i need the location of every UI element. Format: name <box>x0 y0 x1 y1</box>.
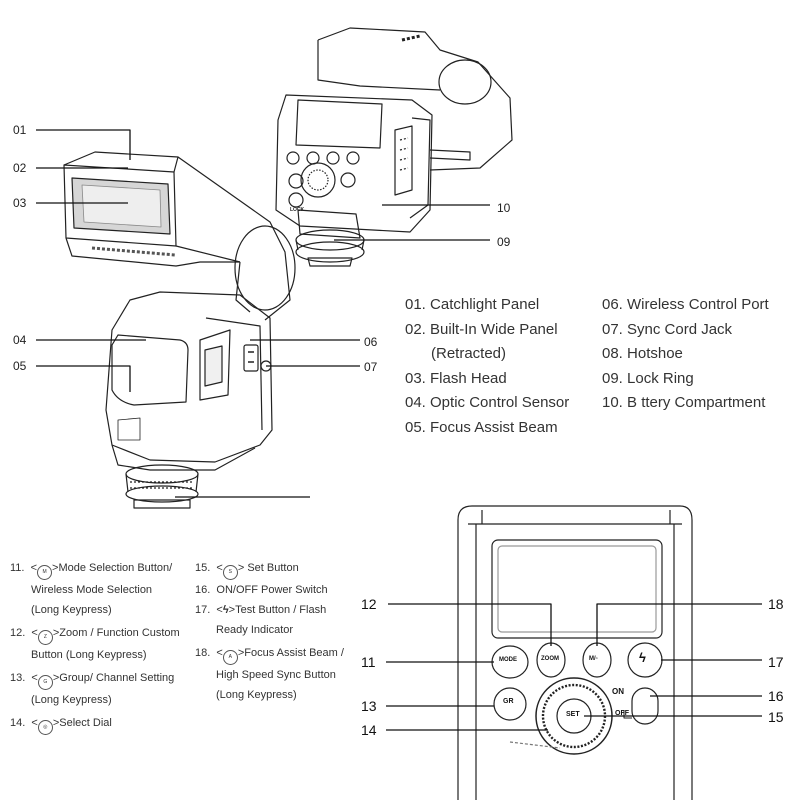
leader-lines <box>36 129 762 731</box>
on-label: ON <box>612 687 624 696</box>
set-label: SET <box>566 711 580 718</box>
mode-button-icon: M <box>37 565 53 580</box>
off-label: OFF <box>615 710 629 717</box>
callout-14: 14 <box>361 722 377 738</box>
legend-item-02: 02. Built-In Wide Panel <box>405 320 558 338</box>
button-desc-15: 15. <S> Set Button <box>195 558 344 580</box>
lock-label: LOCK <box>290 207 305 213</box>
callout-16: 16 <box>768 688 784 704</box>
gr-label: GR <box>503 698 514 705</box>
button-desc-14: 14. <◎>Select Dial <box>10 713 180 735</box>
zoom-label: ZOOM <box>541 656 559 662</box>
legend-item-09: 09. Lock Ring <box>602 369 694 387</box>
legend-item-08: 08. Hotshoe <box>602 345 683 362</box>
legend-right-column: 06. Wireless Control Port 07. Sync Cord … <box>602 293 769 416</box>
legend-left-column: 01. Catchlight Panel 02. Built-In Wide P… <box>405 293 569 440</box>
callout-12: 12 <box>361 596 377 612</box>
callout-06: 06 <box>364 335 378 349</box>
zoom-button-icon: Z <box>37 630 53 645</box>
legend-item-02-cont: (Retracted) <box>431 345 507 362</box>
legend-item-05: 05. Focus Assist Beam <box>405 418 558 436</box>
button-desc-18: 18. <A>Focus Assist Beam / <box>195 643 344 665</box>
mode-label: MODE <box>499 657 517 663</box>
callout-05: 05 <box>13 359 27 373</box>
callout-11: 11 <box>361 654 376 670</box>
select-dial-icon: ◎ <box>37 720 53 735</box>
back-panel-unit <box>457 505 693 800</box>
callout-15: 15 <box>768 709 784 725</box>
legend-item-01: 01. Catchlight Panel <box>405 296 540 313</box>
set-button-icon: S <box>222 565 238 580</box>
legend-item-07: 07. Sync Cord Jack <box>602 320 733 338</box>
button-desc-11: 11. <M>Mode Selection Button/ <box>10 558 180 580</box>
ma-label: M/▫ <box>589 656 598 662</box>
button-list-left: 11. <M>Mode Selection Button/ Wireless M… <box>10 558 180 735</box>
callout-13: 13 <box>361 698 377 714</box>
legend-item-06: 06. Wireless Control Port <box>602 296 769 313</box>
callout-04: 04 <box>13 333 27 347</box>
button-desc-16: 16. ON/OFF Power Switch <box>195 584 328 596</box>
test-flash-icon: ϟ <box>222 604 229 616</box>
group-button-icon: G <box>37 675 53 690</box>
callout-09: 09 <box>497 235 511 249</box>
callout-10: 10 <box>497 201 511 215</box>
focus-assist-button-icon: A <box>222 650 238 665</box>
button-desc-13: 13. <G>Group/ Channel Setting <box>10 668 180 690</box>
legend-item-04: 04. Optic Control Sensor <box>405 394 570 411</box>
top-right-flash-unit <box>275 27 513 267</box>
button-desc-12: 12. <Z>Zoom / Function Custom <box>10 623 180 645</box>
callout-03: 03 <box>13 196 27 210</box>
legend-item-10: 10. B ttery Compartment <box>602 394 766 411</box>
callout-07: 07 <box>364 360 378 374</box>
callout-17: 17 <box>768 654 784 670</box>
lightning-icon: ϟ <box>639 650 646 665</box>
legend-item-03: 03. Flash Head <box>405 369 507 387</box>
button-list-right: 15. <S> Set Button 16. ON/OFF Power Swit… <box>195 558 344 705</box>
left-flash-unit <box>63 151 296 509</box>
callout-02: 02 <box>13 161 27 175</box>
button-desc-17: 17. <ϟ>Test Button / Flash <box>195 604 327 616</box>
callout-18: 18 <box>768 596 784 612</box>
callout-01: 01 <box>13 123 27 137</box>
